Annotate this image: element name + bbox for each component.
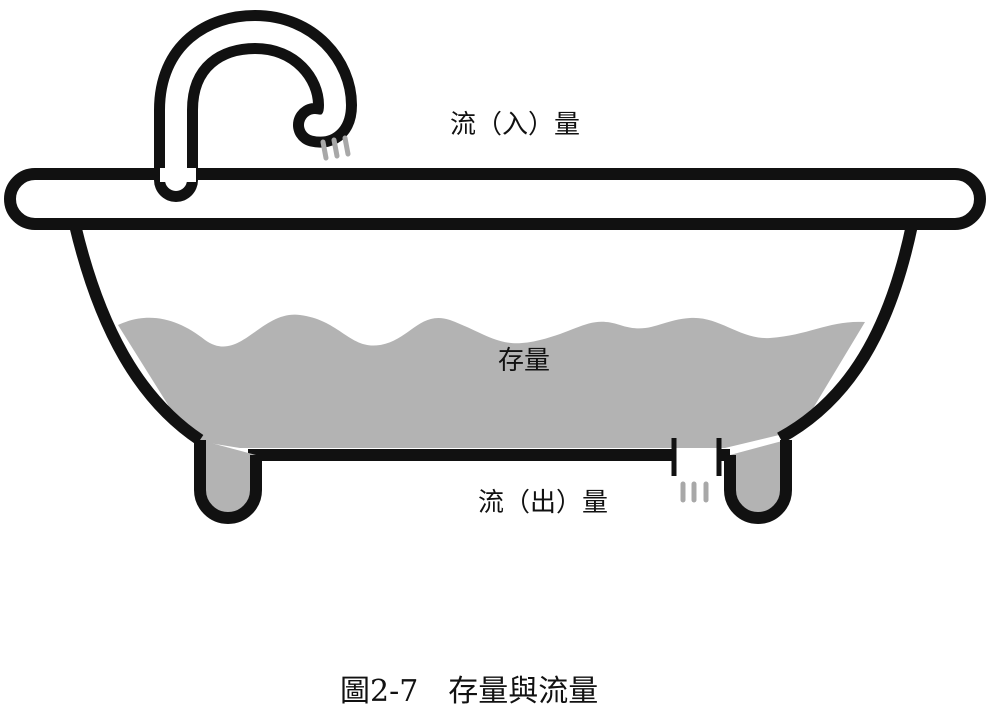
left-leg: [194, 440, 262, 524]
figure-caption: 圖2-7 存量與流量: [340, 674, 599, 709]
stock-label: 存量: [498, 346, 551, 376]
tub-rim: [4, 168, 986, 230]
tub-body: [69, 223, 918, 445]
drain: [671, 438, 722, 476]
inflow-label: 流（入）量: [450, 110, 581, 140]
faucet-inner: [165, 20, 347, 191]
right-leg: [724, 440, 792, 524]
water-stock: [118, 314, 865, 460]
outflow-drops: [680, 481, 709, 503]
outflow-label: 流（出）量: [478, 488, 609, 518]
inflow-drops: [320, 135, 351, 161]
